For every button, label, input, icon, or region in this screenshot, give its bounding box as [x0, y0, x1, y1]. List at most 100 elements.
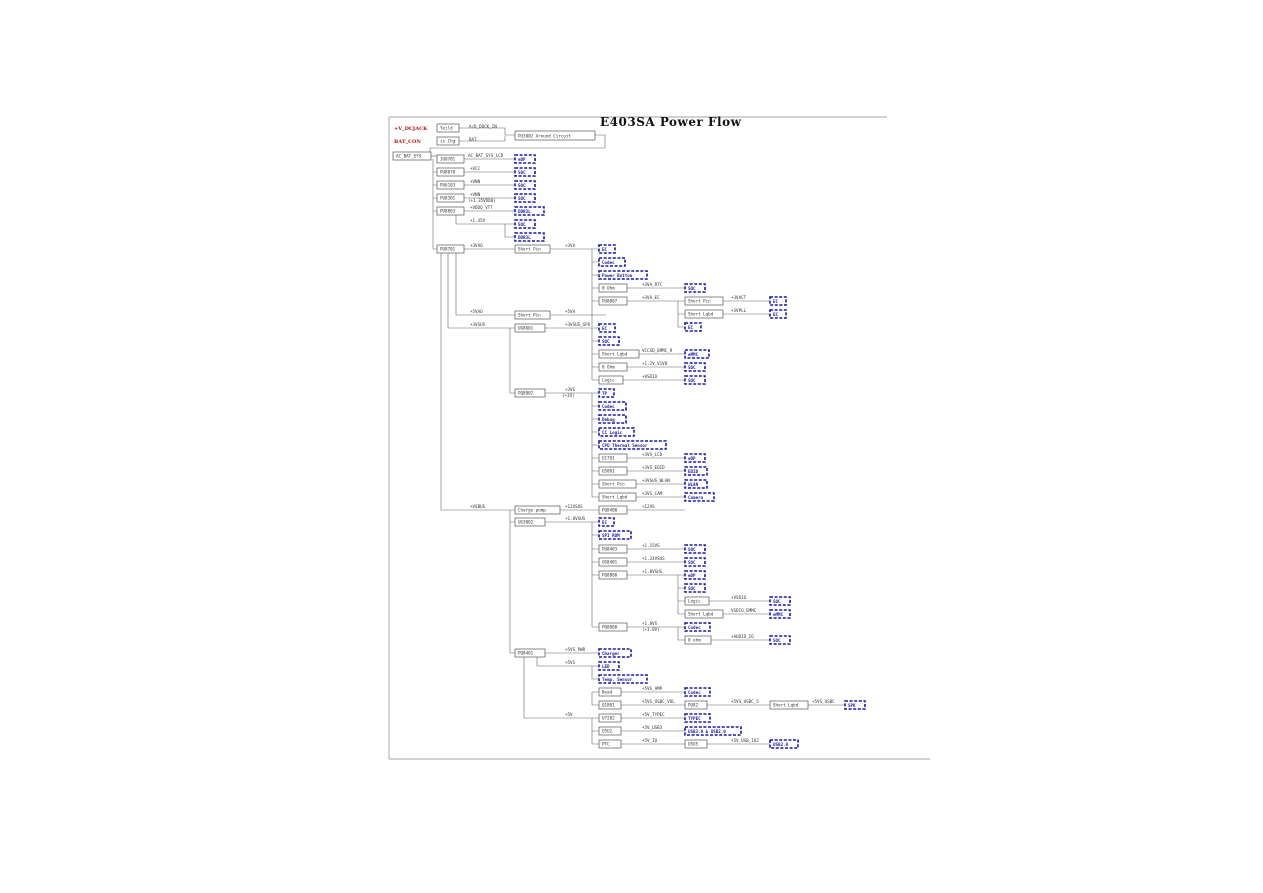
load-block-label: CPU Thermal Sensor: [602, 443, 648, 448]
load-block-frame: [514, 232, 545, 242]
rail-label: A/D_DOCK_IN: [469, 124, 497, 129]
regulator-block-frame: [392, 151, 432, 161]
rail-label: +3VAO: [470, 243, 483, 248]
load-block-label: LED: [602, 664, 610, 669]
load-block-frame: [684, 557, 706, 567]
regulator-block-frame: [436, 193, 465, 203]
load-block: SOC: [769, 596, 791, 606]
load-block-label: USB2.0: [773, 742, 789, 747]
regulator-block: PQ8802: [514, 388, 546, 398]
rail-label: +1.8VS: [642, 621, 658, 626]
load-block-label: SOC: [688, 547, 696, 552]
input-sources: +V_DCJACK BAT_CON: [394, 126, 428, 145]
load-block-frame: [684, 283, 706, 293]
regulator-block: UG8401: [598, 557, 628, 567]
regulator-block-frame: [514, 323, 546, 333]
rail-label: +5VS_USBC_S: [731, 699, 759, 704]
regulator-block-frame: [598, 557, 628, 567]
load-block-label: SOC: [518, 170, 526, 175]
load-block: Temp. Sensor: [598, 674, 648, 684]
load-block: SPK: [844, 700, 866, 710]
rail-label: +VSDIO: [731, 595, 747, 600]
load-block-frame: [514, 180, 536, 190]
regulator-block-label: UG8601: [518, 326, 534, 331]
load-block-frame: [769, 635, 791, 645]
load-block-frame: [684, 349, 710, 359]
load-block-frame: [598, 530, 632, 540]
regulator-block: 0 ohm: [684, 635, 712, 645]
load-block-label: SOC: [773, 638, 781, 643]
load-block-frame: [598, 323, 616, 333]
regulator-block: U1701: [598, 453, 628, 463]
regulator-block-frame: [436, 206, 465, 216]
load-block-frame: [598, 414, 627, 424]
rail-label: +3VS_CAM: [642, 491, 663, 496]
regulator-block-frame: [598, 453, 628, 463]
regulator-block-label: U5801: [602, 469, 615, 474]
rail-label: +VCC: [470, 166, 481, 171]
regulator-block-label: PU3002 Around Circuit: [518, 134, 571, 139]
load-block-frame: [684, 583, 706, 593]
rail-label: +VSBUS: [470, 504, 486, 509]
rail-label: +3VA_EC: [642, 295, 660, 300]
load-block: USB2.0: [769, 739, 799, 749]
load-block-frame: [684, 726, 742, 736]
load-block-label: Codec: [602, 260, 615, 265]
load-block-label: EC: [773, 299, 779, 304]
regulator-block-frame: [769, 700, 809, 710]
regulator-block: Charge pump: [514, 505, 561, 515]
regulator-block: Short Lqbd: [684, 609, 724, 619]
load-block-label: DDR3L: [518, 209, 531, 214]
load-block-frame: [684, 622, 711, 632]
load-block-frame: [598, 674, 648, 684]
regulator-block-label: PQ8802: [518, 391, 534, 396]
regulator-block: Bead: [598, 687, 622, 697]
regulator-block: Short Pin: [514, 310, 551, 320]
rail-label: AC_BAT_SYS_LCD: [468, 153, 504, 158]
load-block-label: SPK: [848, 703, 856, 708]
load-block-label: EC: [688, 325, 694, 330]
load-block: eDP: [684, 570, 706, 580]
load-block: SOC: [684, 583, 706, 593]
load-block-label: Camera: [688, 495, 704, 500]
regulator-block: U5801: [598, 466, 628, 476]
regulator-block-frame: [514, 388, 546, 398]
regulator-block-label: UG3002: [518, 520, 534, 525]
load-block-label: WLAN: [688, 482, 699, 487]
load-block: SOC: [598, 336, 620, 346]
load-block-frame: [684, 375, 706, 385]
rail-label: +1.24VSUS: [642, 556, 665, 561]
regulator-block-label: Bead: [602, 690, 613, 695]
rail-label: +3VSUS_WLAN: [642, 478, 670, 483]
regulator-block: AC_BAT_SYS: [392, 151, 432, 161]
rail-labels: A/D_DOCK_INBATAC_BAT_SYS_LCD+VCC+VNN+VNN…: [468, 124, 835, 743]
load-block-frame: [514, 167, 536, 177]
regulator-block: U7202: [598, 713, 622, 723]
load-block-label: SOC: [773, 599, 781, 604]
regulator-block-label: U5U2: [602, 729, 613, 734]
load-block: eMMC: [769, 609, 791, 619]
input-source-label: +V_DCJACK: [394, 126, 428, 132]
load-block: TYPEC: [684, 713, 711, 723]
load-block-label: SPI ROM: [602, 533, 620, 538]
rail-label: (+1.8V): [642, 627, 660, 632]
regulator-block-frame: [436, 136, 460, 146]
load-block: CC Logic: [598, 427, 635, 437]
regulator-block-label: U5U5: [688, 742, 699, 747]
load-block: SOC: [514, 180, 536, 190]
load-block: SOC: [684, 362, 706, 372]
regulator-block: PU8403: [598, 544, 628, 554]
rail-label: (+3V): [562, 393, 575, 398]
regulator-block-frame: [598, 700, 622, 710]
regulator-block: PQ8808: [598, 622, 628, 632]
load-block-frame: [598, 401, 627, 411]
regulator-block-label: 0 Ohm: [602, 365, 615, 370]
input-source-label: BAT_CON: [394, 139, 421, 145]
load-block-frame: [684, 492, 715, 502]
load-block: Camera: [684, 492, 715, 502]
regulator-block-label: Logic: [602, 378, 615, 383]
load-block: EC: [769, 296, 787, 306]
regulator-block-frame: [684, 309, 724, 319]
regulator-block-frame: [684, 635, 712, 645]
load-block-frame: [684, 570, 706, 580]
